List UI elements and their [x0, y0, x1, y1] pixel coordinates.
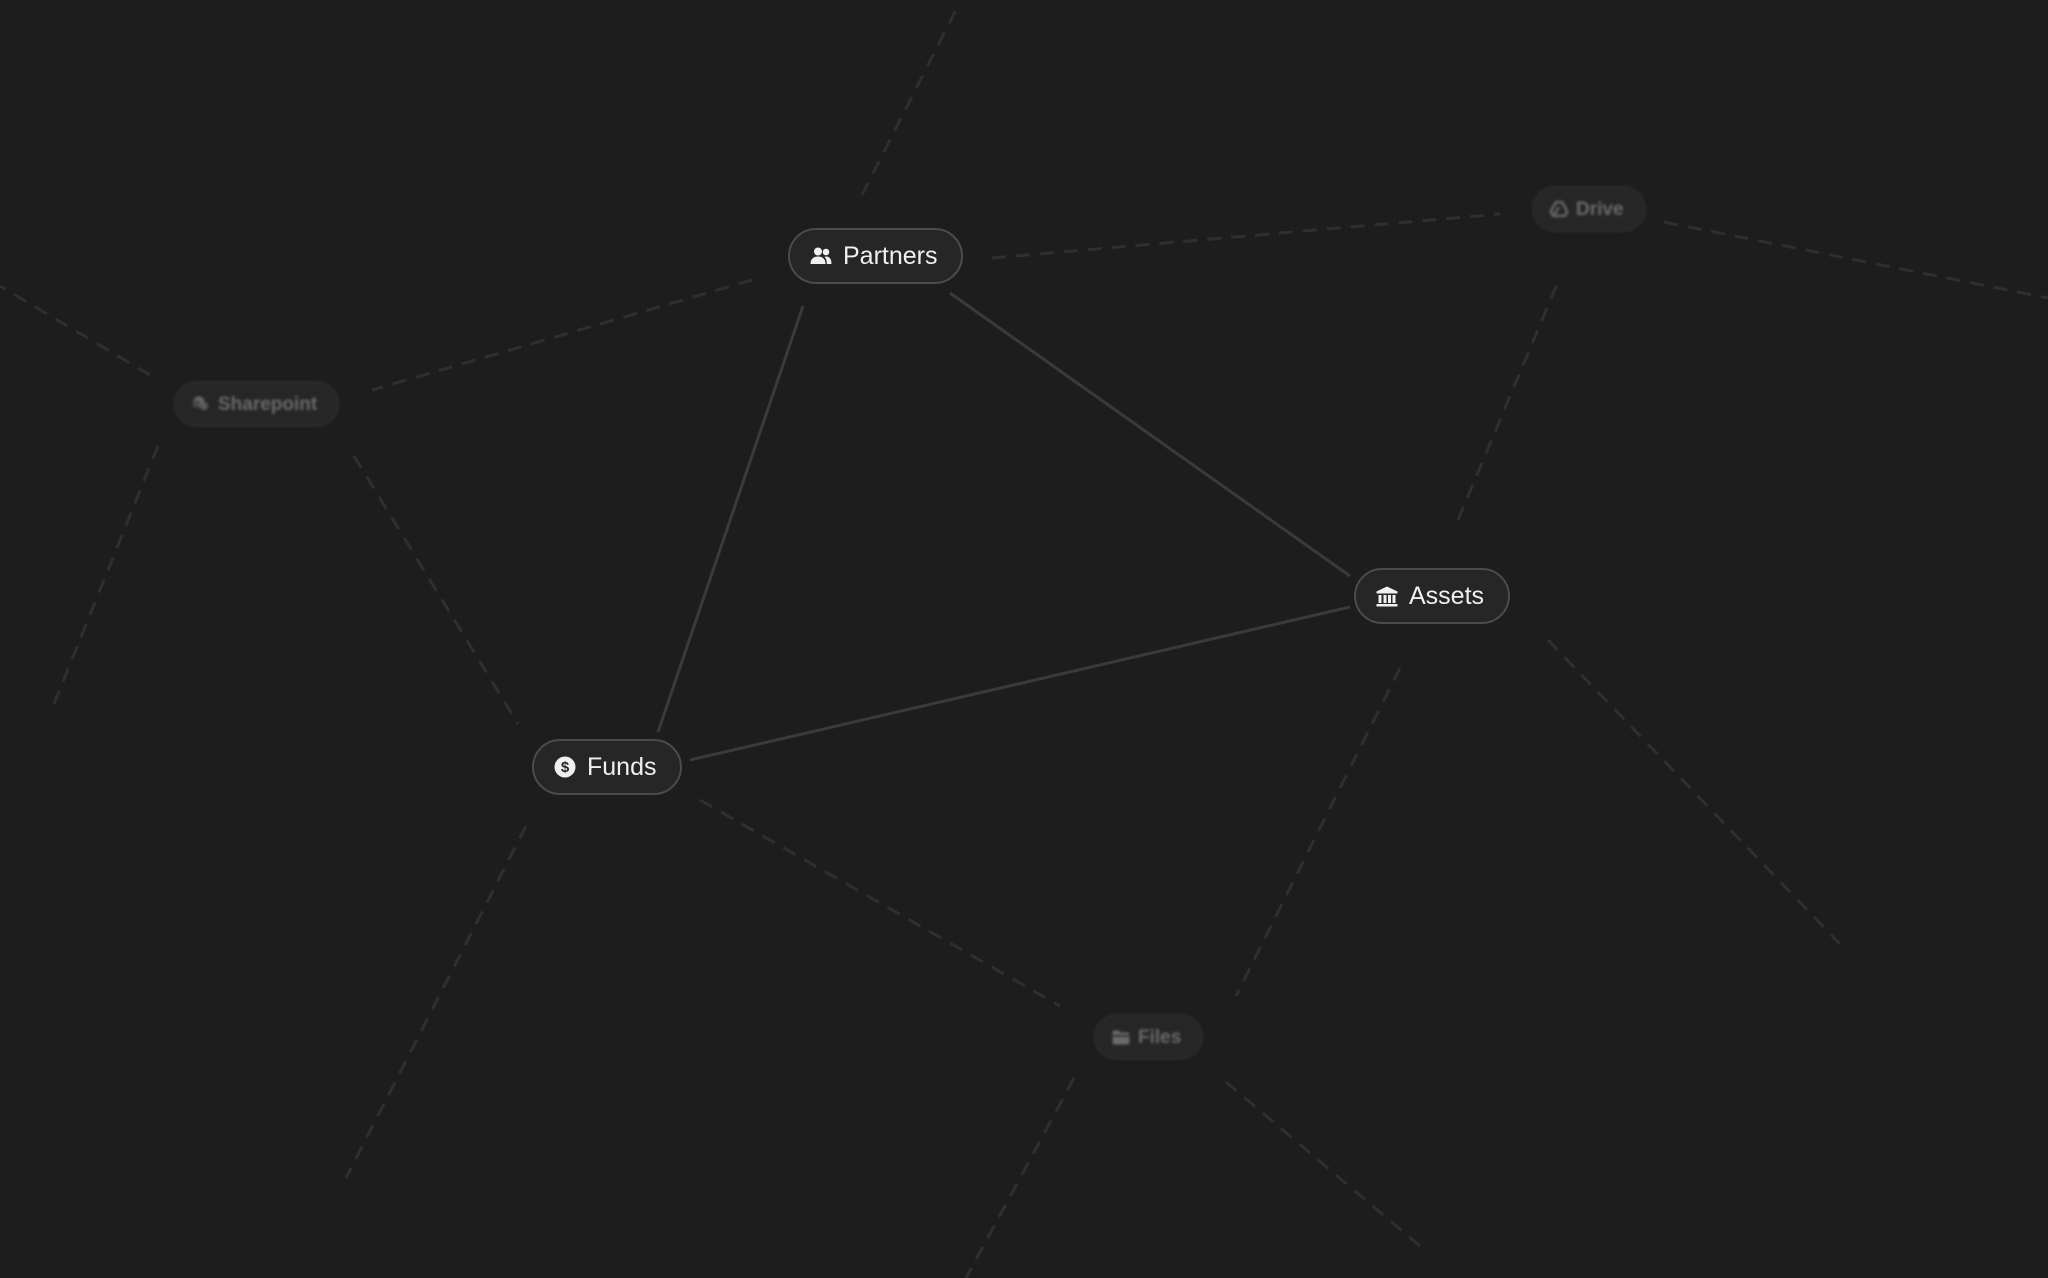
folder-icon	[1112, 1030, 1130, 1045]
node-label: Partners	[843, 241, 938, 270]
node-label: Files	[1138, 1026, 1182, 1048]
node-sharepoint[interactable]: Sharepoint	[174, 381, 340, 427]
node-label: Drive	[1576, 198, 1624, 220]
edge-sharepoint-offscreen-left	[0, 284, 151, 377]
edge-partners-offscreen	[860, 5, 960, 196]
edge-assets-files	[1234, 667, 1402, 997]
edge-partners-sharepoint	[371, 278, 753, 392]
edge-partners-drive	[991, 212, 1501, 260]
drive-icon	[1550, 201, 1568, 217]
edge-funds-offscreen	[344, 825, 528, 1179]
node-partners[interactable]: Partners	[788, 228, 964, 284]
edge-sharepoint-funds	[352, 455, 520, 725]
edge-drive-offscreen	[1663, 220, 2048, 300]
svg-text:$: $	[561, 759, 570, 776]
edge-funds-files	[699, 798, 1061, 1008]
node-files[interactable]: Files	[1094, 1014, 1204, 1060]
edge-sharepoint-offscreen-down	[52, 445, 160, 705]
edge-files-offscreen-right	[1225, 1080, 1421, 1248]
sharepoint-icon	[192, 396, 210, 412]
edge-partners-funds	[656, 305, 805, 733]
edge-files-offscreen-left	[964, 1077, 1076, 1278]
node-label: Assets	[1409, 581, 1485, 610]
edge-assets-drive	[1456, 281, 1560, 521]
dollar-coin-icon: $	[554, 756, 576, 778]
users-icon	[810, 246, 832, 266]
node-funds[interactable]: $ Funds	[532, 739, 683, 795]
node-drive[interactable]: Drive	[1532, 186, 1646, 232]
edge-partners-assets	[949, 291, 1351, 578]
edge-assets-offscreen	[1546, 638, 1842, 946]
bank-icon	[1376, 586, 1398, 607]
node-label: Sharepoint	[218, 393, 318, 415]
node-label: Funds	[587, 752, 657, 781]
edge-funds-assets	[689, 605, 1351, 762]
node-assets[interactable]: Assets	[1354, 568, 1511, 624]
